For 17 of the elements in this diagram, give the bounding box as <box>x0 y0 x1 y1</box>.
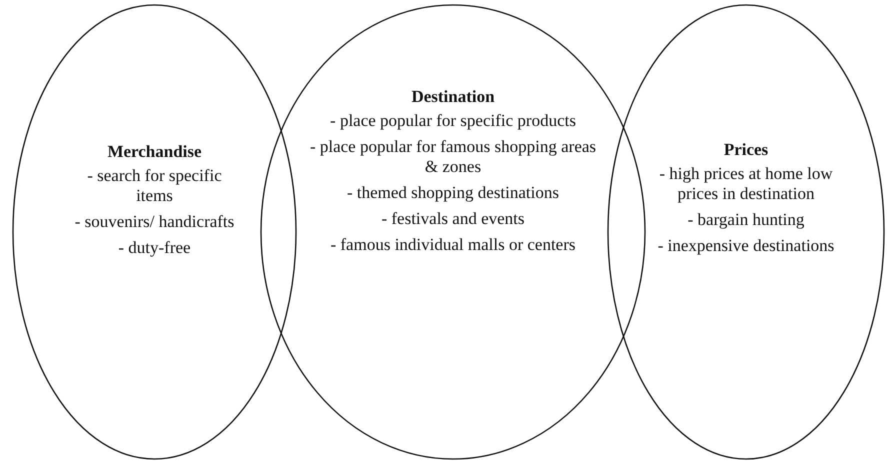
heading: Merchandise <box>106 142 203 162</box>
bullet-text: - duty-free <box>117 238 192 258</box>
heading: Destination <box>410 87 496 107</box>
bullet-text: - festivals and events <box>380 209 526 229</box>
venn-ellipse <box>260 4 646 460</box>
bullet-text: - high prices at home low prices in destination <box>658 164 834 204</box>
bullet-text: - souvenirs/ handicrafts <box>74 212 236 232</box>
bullet-text: - inexpensive destinations <box>656 236 836 256</box>
bullet-text: - themed shopping destinations <box>346 183 560 203</box>
bullet-text: - bargain hunting <box>686 210 806 230</box>
bullet-text: - place popular for specific products <box>329 111 577 131</box>
bullet-text: - famous individual malls or centers <box>329 235 577 255</box>
heading: Prices <box>722 140 770 160</box>
bullet-text: - search for specific items <box>86 166 223 206</box>
bullet-text: - place popular for famous shopping areas & zones <box>308 137 598 177</box>
venn-ellipse <box>607 4 885 460</box>
venn-ellipse <box>12 4 297 460</box>
